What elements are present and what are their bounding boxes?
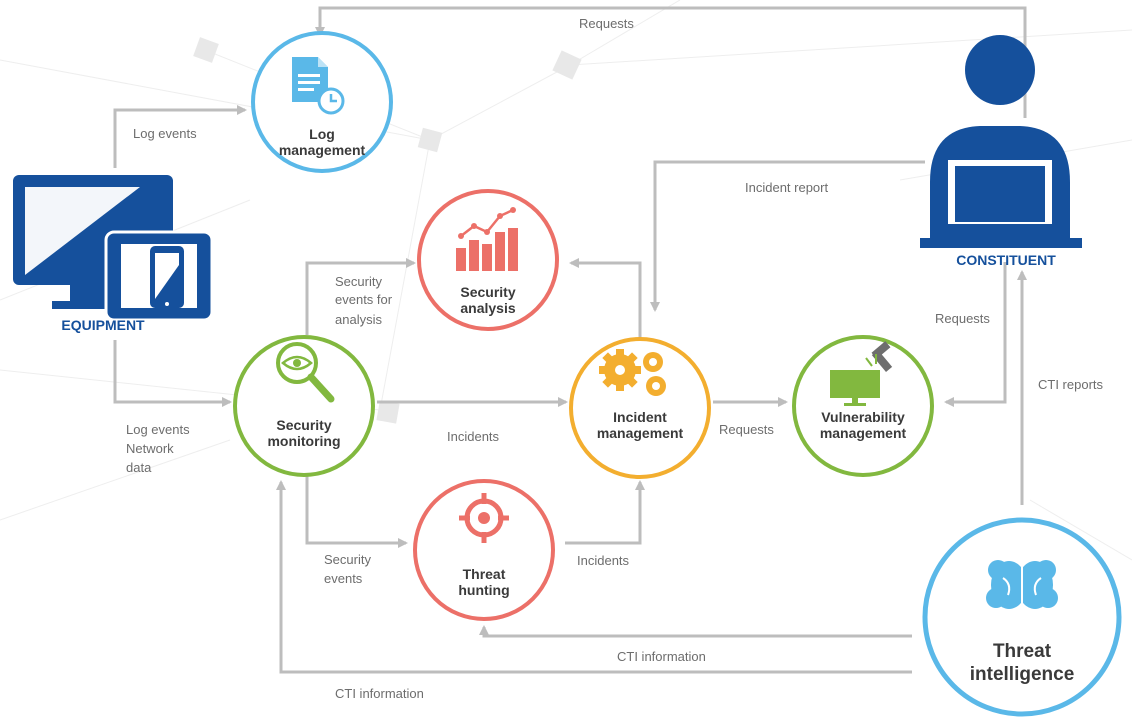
arrow-incident-to-analysis	[569, 258, 642, 345]
label-security-events-2: events	[324, 571, 363, 586]
label-incident-report: Incident report	[745, 180, 828, 195]
label-cti-information-a: CTI information	[617, 649, 706, 664]
arrow-requests-top	[315, 6, 1027, 118]
monitor-hammer-icon	[830, 341, 893, 406]
label-log-events-network-1: Log events	[126, 422, 190, 437]
label-security-events-analysis-2: events for	[335, 292, 393, 307]
node-log-management: Log management	[251, 31, 393, 173]
node-security-monitoring: Security monitoring	[233, 335, 375, 477]
arrow-incident-report	[650, 160, 925, 312]
arrows	[113, 6, 1027, 674]
user-laptop-icon	[920, 35, 1082, 248]
label-cti-information-b: CTI information	[335, 686, 424, 701]
devices-icon	[13, 175, 214, 322]
brain-icon	[986, 560, 1058, 609]
label-incidents-mid: Incidents	[447, 429, 500, 444]
label-requests-mid: Requests	[719, 422, 774, 437]
node-incident-management: Incident management	[569, 337, 711, 479]
label-requests-right: Requests	[935, 311, 990, 326]
label-log-events-top: Log events	[133, 126, 197, 141]
node-threat-hunting: Threat hunting	[413, 479, 555, 621]
arrow-monitoring-to-hunting	[305, 476, 408, 548]
threat-hunting-title-2: hunting	[458, 582, 509, 598]
label-cti-reports: CTI reports	[1038, 377, 1104, 392]
label-log-events-network-2: Network	[126, 441, 174, 456]
magnifier-eye-icon	[276, 342, 335, 403]
crosshair-icon	[459, 493, 509, 543]
arrow-cti-to-monitoring	[276, 480, 912, 674]
equipment-label: EQUIPMENT	[61, 317, 145, 333]
label-requests-top: Requests	[579, 16, 634, 31]
gears-icon	[599, 349, 666, 396]
vulnerability-management-title-2: management	[820, 425, 907, 441]
bar-chart-icon	[456, 207, 518, 271]
incident-management-title-1: Incident	[613, 409, 667, 425]
label-security-events-analysis-3: analysis	[335, 312, 382, 327]
log-management-title-2: management	[279, 142, 366, 158]
edge-labels: Requests Log events Incident report Secu…	[126, 16, 1104, 701]
security-monitoring-title-2: monitoring	[267, 433, 340, 449]
incident-management-title-2: management	[597, 425, 684, 441]
background-squares	[193, 37, 582, 424]
node-security-analysis: Security analysis	[417, 189, 559, 331]
security-analysis-title-1: Security	[460, 284, 515, 300]
arrow-log-events-top	[113, 105, 247, 168]
node-constituent: CONSTITUENT	[920, 35, 1082, 268]
threat-intelligence-title-1: Threat	[993, 641, 1052, 662]
security-analysis-title-2: analysis	[460, 300, 515, 316]
log-management-title-1: Log	[309, 126, 335, 142]
vulnerability-management-title-1: Vulnerability	[821, 409, 905, 425]
arrow-equipment-to-monitoring	[113, 340, 232, 407]
arrow-hunting-to-incident	[565, 480, 645, 545]
node-threat-intelligence: Threat intelligence	[922, 517, 1122, 717]
security-monitoring-title-1: Security	[276, 417, 331, 433]
node-vulnerability-management: Vulnerability management	[792, 335, 934, 477]
arrow-constituent-vulnerability	[944, 262, 1007, 407]
arrow-monitoring-to-analysis	[305, 258, 416, 335]
label-log-events-network-3: data	[126, 460, 152, 475]
label-security-events-analysis-1: Security	[335, 274, 382, 289]
arrow-cti-to-hunting	[479, 625, 912, 638]
constituent-label: CONSTITUENT	[956, 252, 1056, 268]
label-security-events-1: Security	[324, 552, 371, 567]
threat-hunting-title-1: Threat	[463, 566, 506, 582]
label-incidents-low: Incidents	[577, 553, 630, 568]
threat-intelligence-title-2: intelligence	[970, 664, 1075, 685]
node-equipment: EQUIPMENT	[13, 175, 214, 333]
document-clock-icon	[292, 57, 345, 115]
